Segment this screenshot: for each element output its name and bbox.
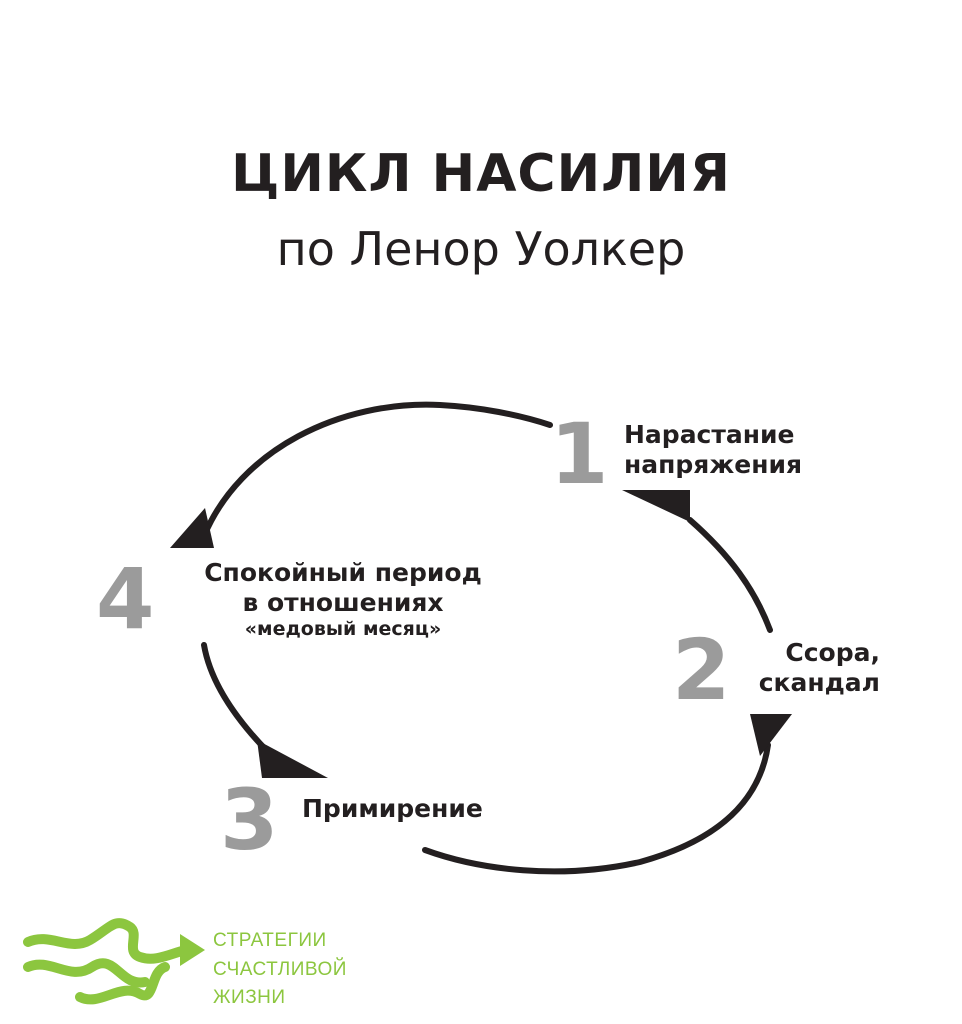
arrowhead-1: [622, 490, 690, 522]
diagram-subtitle: по Ленор Уолкер: [276, 222, 686, 276]
stage-1-line-2: напряжения: [624, 450, 803, 479]
logo-line-1: СТРАТЕГИИ: [213, 930, 327, 951]
arrowhead-3: [257, 740, 328, 778]
stage-1-label: Нарастание напряжения: [624, 420, 802, 480]
logo-line-3: ЖИЗНИ: [213, 987, 286, 1008]
arc-1-to-2: [687, 517, 773, 633]
diagram-title: ЦИКЛ НАСИЛИЯ: [231, 144, 731, 204]
logo-text: СТРАТЕГИИ СЧАСТЛИВОЙ ЖИЗНИ: [213, 927, 347, 1013]
stage-2-line-1: Ссора,: [785, 638, 880, 667]
logo-line-2: СЧАСТЛИВОЙ: [213, 958, 347, 980]
stage-3-line-1: Примирение: [302, 794, 483, 823]
arrowhead-4: [170, 508, 214, 548]
stage-4-number: 4: [96, 550, 155, 648]
arc-2-to-3: [422, 742, 771, 875]
stage-4-label: Спокойный период в отношениях «медовый м…: [180, 558, 506, 641]
stage-4-line-1: Спокойный период: [204, 558, 482, 587]
stage-1-number: 1: [550, 405, 609, 503]
stage-1-line-1: Нарастание: [624, 420, 795, 449]
stage-3-number: 3: [220, 771, 279, 869]
stage-4-line-2: в отношениях: [242, 588, 444, 617]
arc-4-to-1: [201, 401, 553, 539]
stage-2-label: Ссора, скандал: [744, 638, 880, 698]
arc-3-to-4: [201, 642, 271, 755]
stage-2-number: 2: [672, 621, 731, 719]
stage-4-note: «медовый месяц»: [244, 618, 442, 640]
logo-squiggle-icon: [23, 918, 205, 1005]
arrowhead-2: [750, 714, 792, 756]
stage-3-label: Примирение: [302, 794, 483, 824]
stage-2-line-2: скандал: [758, 668, 880, 697]
